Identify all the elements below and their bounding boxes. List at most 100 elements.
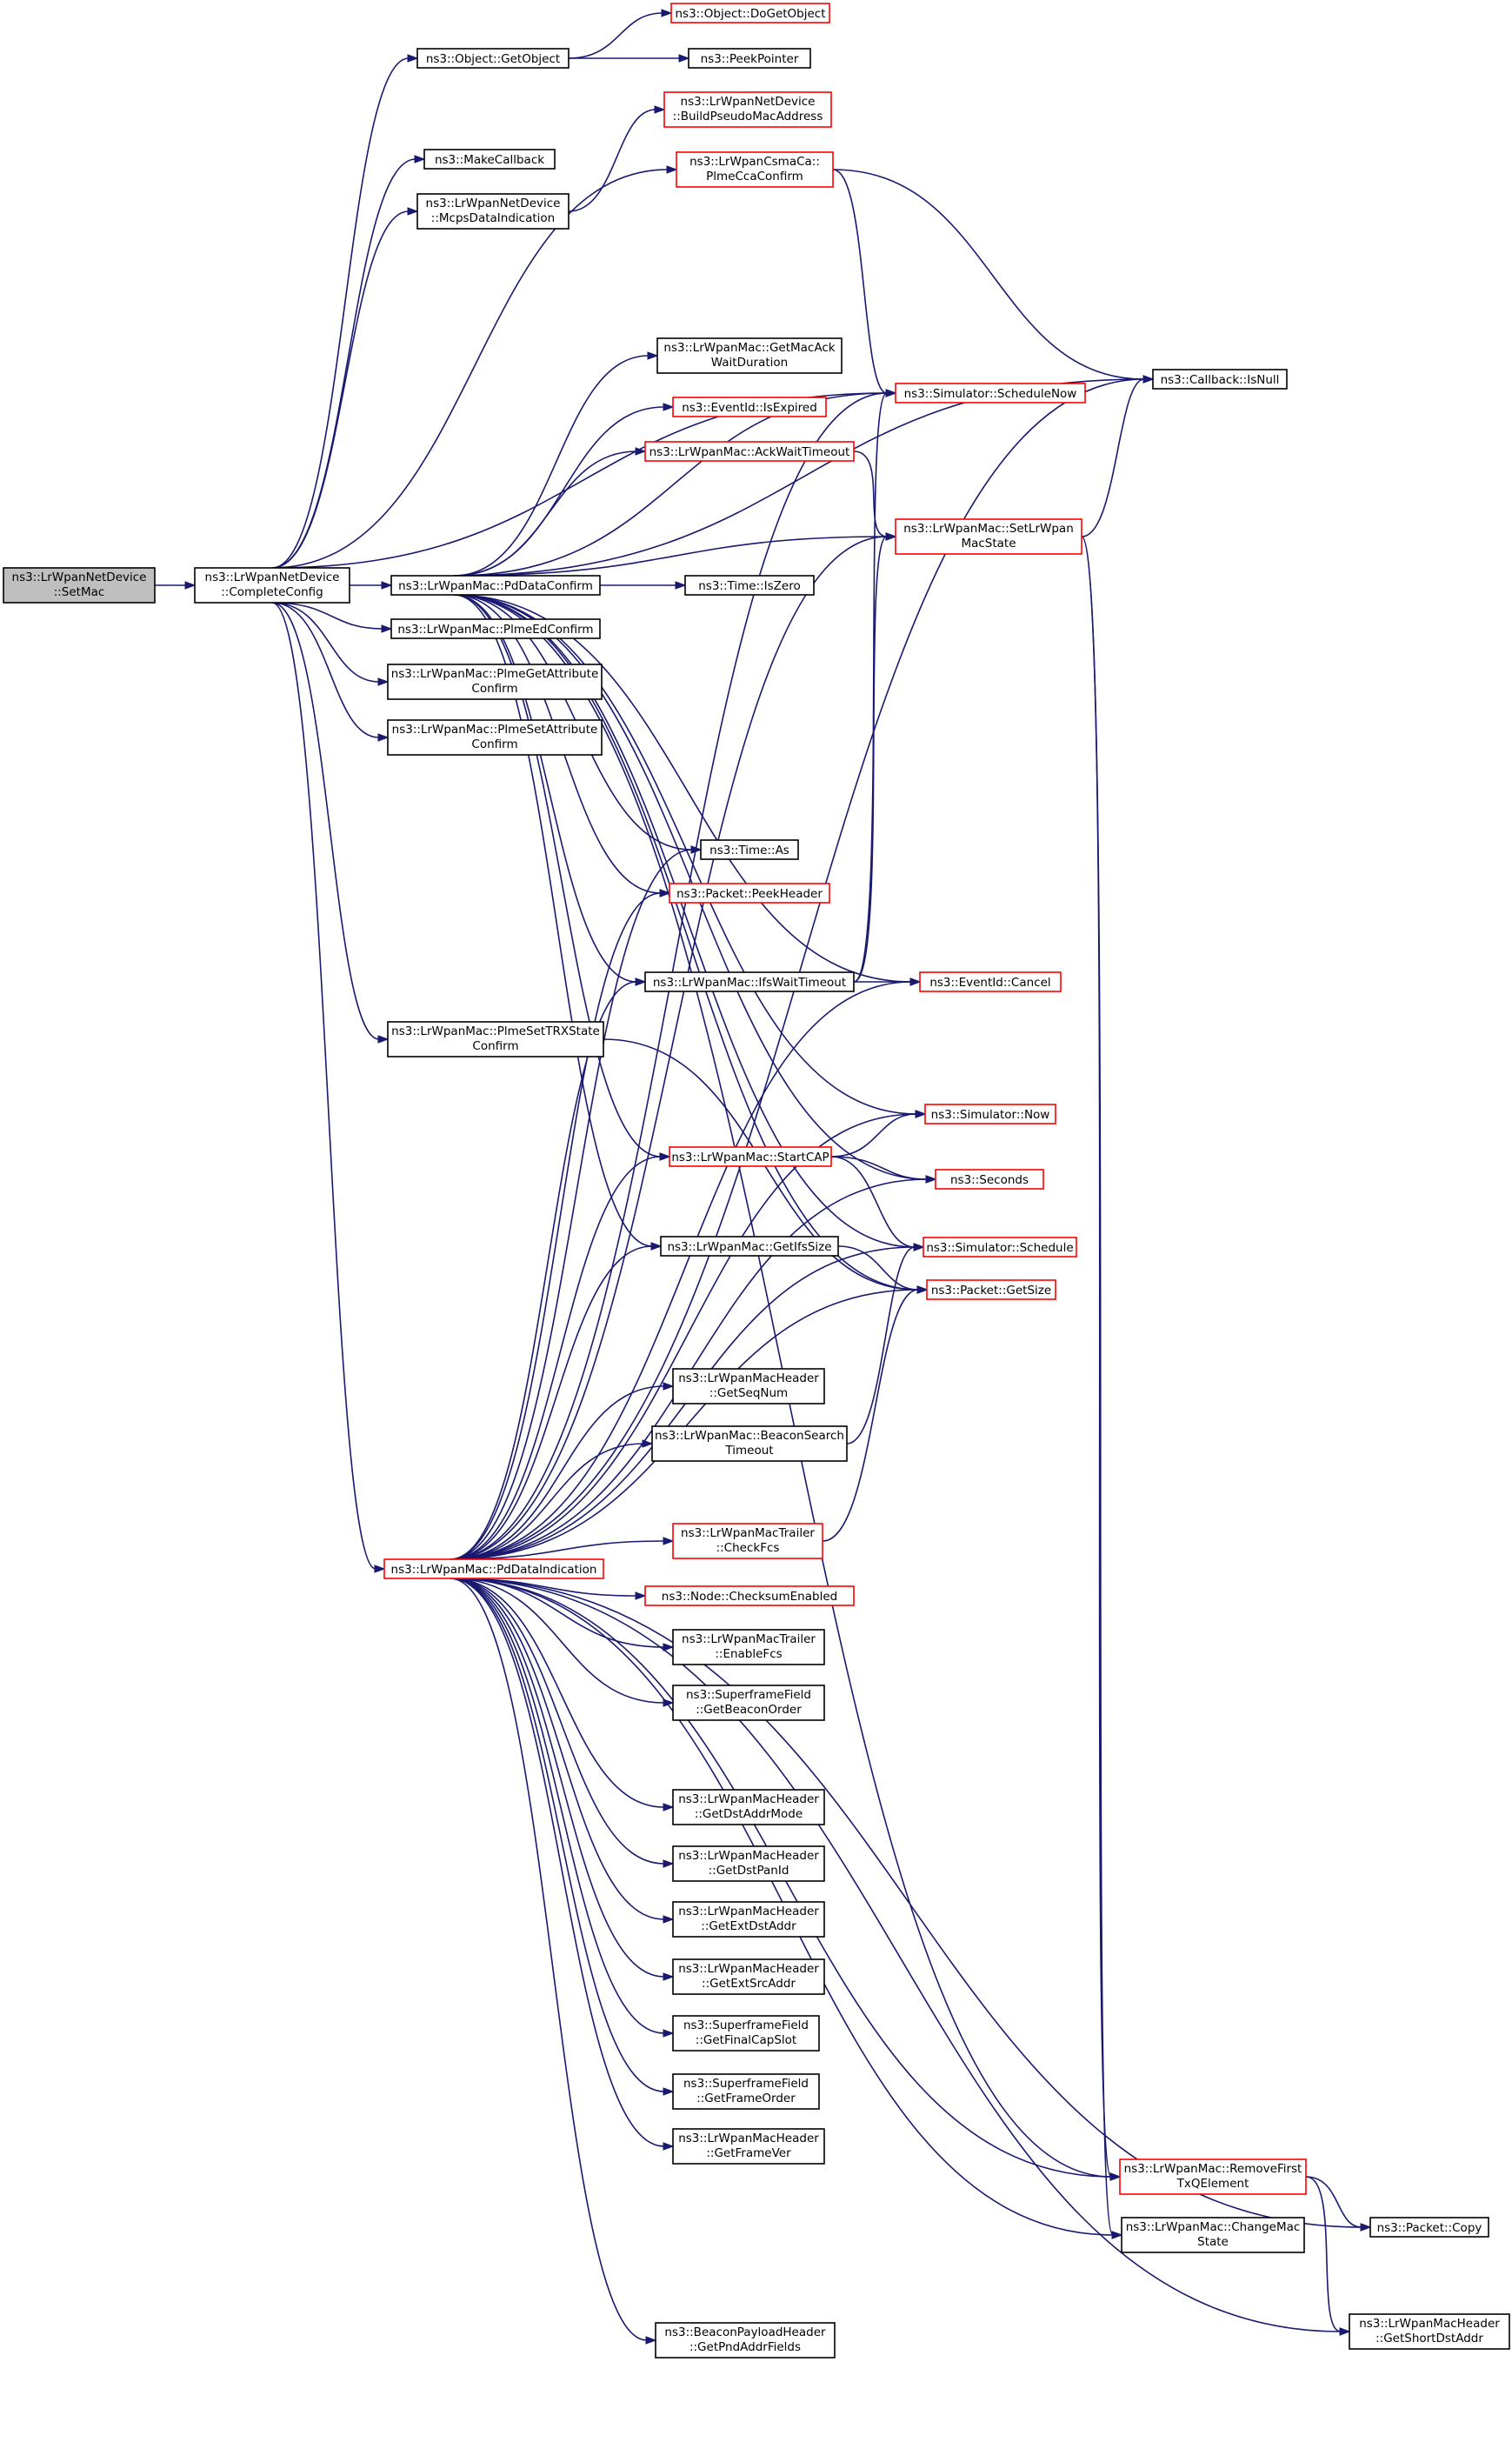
node-box bbox=[644, 1585, 855, 1606]
node-frameorder[interactable]: ns3::SuperframeField::GetFrameOrder bbox=[672, 2073, 820, 2110]
node-extdst[interactable]: ns3::LrWpanMacHeader::GetExtDstAddr bbox=[672, 1901, 825, 1938]
arrowhead-cc-pddc bbox=[381, 581, 393, 590]
node-framever[interactable]: ns3::LrWpanMacHeader::GetFrameVer bbox=[672, 2128, 825, 2165]
node-label: ns3::Object::DoGetObject bbox=[675, 7, 825, 21]
node-extsrc[interactable]: ns3::LrWpanMacHeader::GetExtSrcAddr bbox=[672, 1958, 825, 1995]
edge-pddi-peekhdr bbox=[450, 892, 662, 1560]
node-schednow[interactable]: ns3::Simulator::ScheduleNow bbox=[895, 383, 1086, 404]
edge-cc-plmecca bbox=[271, 169, 669, 569]
node-cc[interactable]: ns3::LrWpanNetDevice::CompleteConfig bbox=[194, 567, 350, 604]
arrowhead-pddi-chksum bbox=[635, 1591, 647, 1600]
node-plmecca[interactable]: ns3::LrWpanCsmaCa::PlmeCcaConfirm bbox=[676, 151, 834, 188]
node-label: ns3::LrWpanMacHeader bbox=[678, 1962, 819, 1976]
edge-pddi-beacontimeout bbox=[450, 1443, 644, 1560]
node-getifs[interactable]: ns3::LrWpanMac::GetIfsSize bbox=[660, 1236, 839, 1257]
arrowhead-pddc-isexpired bbox=[663, 403, 675, 411]
node-label: ns3::LrWpanCsmaCa:: bbox=[689, 155, 820, 169]
node-root[interactable]: ns3::LrWpanNetDevice::SetMac bbox=[3, 567, 156, 604]
edge-cc-plmeed bbox=[271, 602, 383, 630]
node-pddi[interactable]: ns3::LrWpanMac::PdDataIndication bbox=[383, 1558, 604, 1579]
node-startcap[interactable]: ns3::LrWpanMac::StartCAP bbox=[669, 1146, 832, 1167]
arrowhead-pddi-dstaddrmode bbox=[663, 1803, 675, 1811]
node-bpma[interactable]: ns3::LrWpanNetDevice::BuildPseudoMacAddr… bbox=[663, 91, 832, 128]
node-label: ns3::LrWpanMac::PlmeSetAttribute bbox=[392, 723, 598, 737]
node-label: ns3::Time::As bbox=[709, 844, 789, 857]
node-label: ns3::LrWpanMac::StartCAP bbox=[671, 1151, 829, 1164]
node-dogetobj[interactable]: ns3::Object::DoGetObject bbox=[670, 3, 830, 23]
node-dstpanid[interactable]: ns3::LrWpanMacHeader::GetDstPanId bbox=[672, 1845, 825, 1882]
node-makecb[interactable]: ns3::MakeCallback bbox=[423, 149, 556, 170]
node-dstaddrmode[interactable]: ns3::LrWpanMacHeader::GetDstAddrMode bbox=[672, 1789, 825, 1825]
node-label: MacState bbox=[961, 537, 1016, 550]
node-isexpired[interactable]: ns3::EventId::IsExpired bbox=[672, 397, 827, 417]
node-simnow[interactable]: ns3::Simulator::Now bbox=[924, 1104, 1056, 1124]
node-chksum[interactable]: ns3::Node::ChecksumEnabled bbox=[644, 1585, 855, 1606]
node-checkfcs[interactable]: ns3::LrWpanMacTrailer::CheckFcs bbox=[672, 1523, 823, 1559]
node-label: ns3::LrWpanMacTrailer bbox=[682, 1632, 816, 1646]
node-peekhdr[interactable]: ns3::Packet::PeekHeader bbox=[669, 883, 830, 904]
arrowhead-pddi-getifs bbox=[650, 1242, 663, 1251]
node-box bbox=[676, 151, 834, 188]
node-label: ns3::LrWpanMac::BeaconSearch bbox=[655, 1429, 844, 1443]
node-acktimeout[interactable]: ns3::LrWpanMac::AckWaitTimeout bbox=[644, 441, 855, 462]
node-getobj[interactable]: ns3::Object::GetObject bbox=[416, 48, 569, 69]
node-label: ns3::LrWpanNetDevice bbox=[12, 570, 147, 584]
node-ifswait[interactable]: ns3::LrWpanMac::IfsWaitTimeout bbox=[644, 971, 855, 992]
node-cbnull[interactable]: ns3::Callback::IsNull bbox=[1152, 369, 1288, 390]
node-label: ::GetFrameVer bbox=[706, 2146, 791, 2160]
node-schedule[interactable]: ns3::Simulator::Schedule bbox=[923, 1237, 1077, 1258]
node-label: ns3::Seconds bbox=[950, 1173, 1029, 1187]
node-pndaddr[interactable]: ns3::BeaconPayloadHeader::GetPndAddrFiel… bbox=[655, 2322, 836, 2359]
node-peekptr[interactable]: ns3::PeekPointer bbox=[688, 48, 811, 69]
node-label: ns3::LrWpanMac::GetIfsSize bbox=[667, 1240, 831, 1254]
node-shortdst[interactable]: ns3::LrWpanMacHeader::GetShortDstAddr bbox=[1349, 2313, 1510, 2350]
edge-pddc-cancel bbox=[453, 594, 912, 983]
arrowhead-pddi-frameorder bbox=[663, 2087, 675, 2096]
node-seqnum[interactable]: ns3::LrWpanMacHeader::GetSeqNum bbox=[672, 1368, 825, 1404]
node-box bbox=[672, 1523, 823, 1559]
arrowhead-getobj-peekptr bbox=[678, 54, 690, 63]
edge-setstate-cbnull bbox=[1081, 378, 1145, 537]
node-box bbox=[1152, 369, 1288, 390]
node-cancel[interactable]: ns3::EventId::Cancel bbox=[919, 971, 1062, 992]
node-pktcopy[interactable]: ns3::Packet::Copy bbox=[1369, 2217, 1489, 2238]
node-label: ns3::LrWpanMacTrailer bbox=[681, 1526, 815, 1540]
edge-pddi-getsize bbox=[450, 1289, 919, 1560]
node-box bbox=[924, 1104, 1056, 1124]
node-timeas[interactable]: ns3::Time::As bbox=[700, 839, 799, 860]
node-label: ::BuildPseudoMacAddress bbox=[673, 110, 823, 123]
node-box bbox=[670, 3, 830, 23]
node-box bbox=[935, 1169, 1044, 1190]
node-finalcap[interactable]: ns3::SuperframeField::GetFinalCapSlot bbox=[672, 2015, 820, 2052]
edge-startcap-schedule bbox=[830, 1156, 916, 1248]
node-label: ns3::SuperframeField bbox=[686, 1688, 811, 1702]
arrowhead-pddi-seconds bbox=[925, 1175, 937, 1184]
arrowhead-pddi-seqnum bbox=[663, 1382, 675, 1391]
node-plmeed[interactable]: ns3::LrWpanMac::PlmeEdConfirm bbox=[390, 618, 601, 639]
node-getsize[interactable]: ns3::Packet::GetSize bbox=[926, 1279, 1056, 1300]
edge-pddi-simnow bbox=[450, 1113, 917, 1560]
node-seconds[interactable]: ns3::Seconds bbox=[935, 1169, 1044, 1190]
node-label: ns3::PeekPointer bbox=[701, 52, 799, 66]
node-box bbox=[669, 1146, 832, 1167]
node-pddc[interactable]: ns3::LrWpanMac::PdDataConfirm bbox=[390, 575, 601, 596]
node-mcps[interactable]: ns3::LrWpanNetDevice::McpsDataIndication bbox=[416, 193, 569, 230]
node-enablefcs[interactable]: ns3::LrWpanMacTrailer::EnableFcs bbox=[672, 1629, 825, 1665]
node-beaconorder[interactable]: ns3::SuperframeField::GetBeaconOrder bbox=[672, 1685, 825, 1721]
node-box bbox=[387, 664, 603, 700]
node-label: ns3::Packet::PeekHeader bbox=[676, 887, 823, 901]
arrowhead-cc-plmeed bbox=[381, 624, 393, 633]
node-label: PlmeCcaConfirm bbox=[706, 170, 803, 183]
arrowhead-pddi-cancel bbox=[909, 977, 922, 986]
edge-pddi-timeas bbox=[450, 849, 693, 1560]
edge-cc-getobj bbox=[271, 57, 410, 569]
node-iszero[interactable]: ns3::Time::IsZero bbox=[684, 575, 815, 596]
